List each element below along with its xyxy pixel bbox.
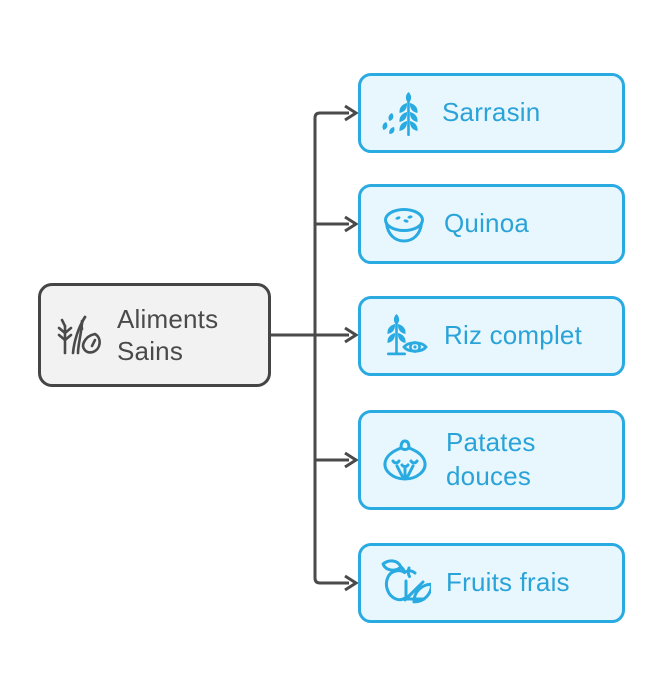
bowl-icon <box>379 199 429 249</box>
node-label: Riz complet <box>444 320 583 351</box>
connector-trunk <box>313 111 349 585</box>
node-label: Patates douces <box>446 427 536 491</box>
arrowhead-icon <box>344 574 359 592</box>
grain-eye-icon <box>379 309 429 363</box>
node-quinoa: Quinoa <box>358 184 625 264</box>
node-label: Sarrasin <box>442 97 541 128</box>
node-riz-complet: Riz complet <box>358 296 625 376</box>
node-label: Quinoa <box>444 208 530 239</box>
root-node-aliments-sains: Aliments Sains <box>38 283 271 387</box>
arrowhead-icon <box>344 104 359 122</box>
herbs-icon <box>55 309 105 361</box>
node-label: Fruits frais <box>446 567 570 598</box>
node-fruits-frais: Fruits frais <box>358 543 625 623</box>
arrowhead-icon <box>344 451 359 469</box>
arrowhead-icon <box>344 326 359 344</box>
sweet-potato-icon <box>379 434 431 486</box>
node-sarrasin: Sarrasin <box>358 73 625 153</box>
wheat-icon <box>379 86 427 140</box>
root-node-label: Aliments Sains <box>117 303 219 367</box>
node-patates-douces: Patates douces <box>358 410 625 510</box>
arrowhead-icon <box>344 215 359 233</box>
fruit-icon <box>379 556 431 610</box>
